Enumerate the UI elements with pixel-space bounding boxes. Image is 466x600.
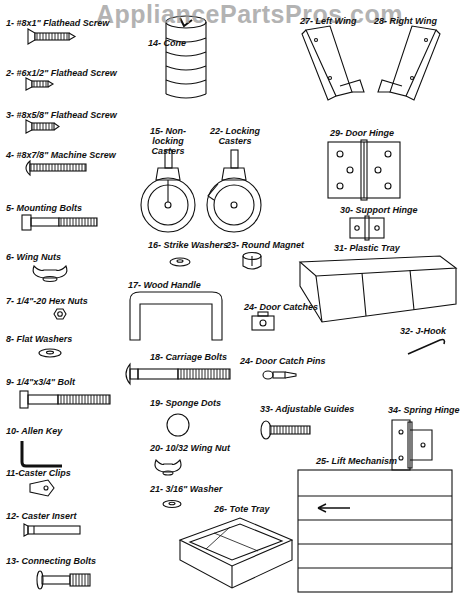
flathead-screw xyxy=(26,120,59,133)
strike-washer xyxy=(170,258,190,266)
sponge-dot xyxy=(167,414,189,436)
tote-tray xyxy=(180,518,292,588)
part-label: 20- 10/32 Wing Nut xyxy=(150,443,230,453)
wing-nut xyxy=(33,266,67,282)
caster-clip xyxy=(30,480,54,496)
machine-screw xyxy=(26,161,86,175)
part-label: 25- Lift Mechanism xyxy=(316,456,397,466)
part-label: 1- #8x1" Flathead Screw xyxy=(6,18,109,28)
part-label: 13- Connecting Bolts xyxy=(6,556,96,566)
part-label: 24- Door Catches xyxy=(244,302,318,312)
caster xyxy=(141,150,195,232)
part-label: 15- Non-locking Casters xyxy=(136,126,200,156)
washer xyxy=(163,501,181,508)
part-label: 29- Door Hinge xyxy=(330,128,394,138)
wood-handle xyxy=(130,292,222,340)
cone xyxy=(166,16,206,98)
door-hinge xyxy=(328,140,400,200)
part-label: 10- Allen Key xyxy=(6,426,62,436)
carriage-bolt xyxy=(126,364,230,384)
part-label: 3- #8x5/8" Flathead Screw xyxy=(6,110,117,120)
support-hinge xyxy=(350,216,384,240)
part-label: 19- Sponge Dots xyxy=(150,398,221,408)
left-wing xyxy=(302,26,364,100)
spring-hinge xyxy=(392,420,432,470)
part-label: 27- Left Wing xyxy=(300,16,356,26)
part-label: 28- Right Wing xyxy=(374,16,437,26)
part-label: 9- 1/4"x3/4" Bolt xyxy=(6,377,75,387)
part-label: 4- #8x7/8" Machine Screw xyxy=(6,150,116,160)
right-wing xyxy=(378,26,440,100)
part-label: 34- Spring Hinge xyxy=(388,405,460,415)
part-label: 6- Wing Nuts xyxy=(6,252,61,262)
part-label: 33- Adjustable Guides xyxy=(260,404,354,414)
j-hook xyxy=(408,340,445,355)
bolt xyxy=(20,391,110,408)
part-label: 24- Door Catch Pins xyxy=(240,356,326,366)
part-label: 22- Locking Casters xyxy=(206,126,264,146)
lift-mechanism xyxy=(298,470,452,592)
part-label: 18- Carriage Bolts xyxy=(150,352,227,362)
part-label: 26- Tote Tray xyxy=(214,504,270,514)
wing-nut xyxy=(155,460,181,475)
flathead-screw xyxy=(28,29,75,44)
door-catch xyxy=(252,312,274,330)
caster xyxy=(207,150,261,232)
part-label: 17- Wood Handle xyxy=(128,280,201,290)
part-label: 2- #6x1/2" Flathead Screw xyxy=(6,68,117,78)
part-label: 21- 3/16" Washer xyxy=(150,484,222,494)
adjustable-guide xyxy=(261,421,310,439)
part-label: 32- J-Hook xyxy=(400,326,446,336)
flat-washer xyxy=(39,349,61,357)
caster-insert xyxy=(24,524,80,536)
plastic-tray xyxy=(300,256,456,322)
part-label: 5- Mounting Bolts xyxy=(6,203,82,213)
part-label: 30- Support Hinge xyxy=(340,205,418,215)
part-label: 23- Round Magnet xyxy=(226,240,304,250)
part-label: 11-Caster Clips xyxy=(6,468,71,478)
part-label: 8- Flat Washers xyxy=(6,334,72,344)
part-label: 31- Plastic Tray xyxy=(334,243,400,253)
allen-key xyxy=(22,441,62,466)
round-magnet xyxy=(243,253,261,270)
mounting-bolt xyxy=(22,215,97,230)
flathead-screw xyxy=(26,78,53,90)
part-label: 14- Cone xyxy=(148,38,186,48)
door-catch-pin xyxy=(263,371,296,379)
part-label: 16- Strike Washers xyxy=(148,240,228,250)
hex-nut xyxy=(54,309,66,319)
part-label: 7- 1/4"-20 Hex Nuts xyxy=(6,296,88,306)
watermark: AppliancePartsPros.com xyxy=(96,0,403,29)
connecting-bolt xyxy=(37,571,90,589)
part-label: 12- Caster Insert xyxy=(6,511,77,521)
